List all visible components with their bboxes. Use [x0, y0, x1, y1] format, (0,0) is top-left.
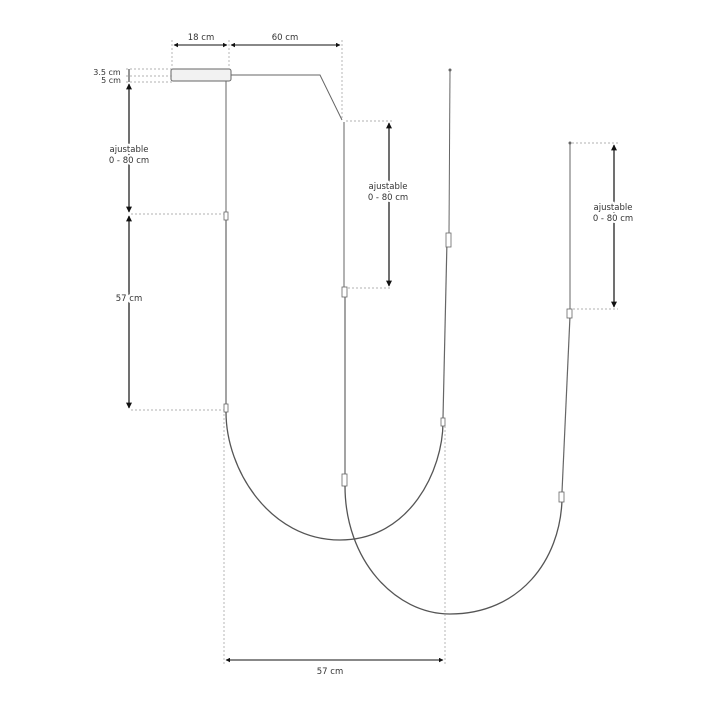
middle-adjust-label-2: 0 - 80 cm	[368, 193, 408, 203]
middle-adjustable-dimension: ajustable 0 - 80 cm	[346, 120, 410, 289]
middle-connector-bottom	[341, 473, 348, 487]
canopy-gap-label: 5 cm	[101, 76, 121, 85]
back-loop-rod	[561, 315, 571, 493]
front-loop-rod	[442, 239, 448, 419]
back-loop	[344, 485, 563, 615]
back-loop-connector	[558, 491, 565, 503]
ceiling-canopy	[170, 68, 232, 82]
loop-width-label: 57 cm	[317, 667, 343, 677]
top-dimensions: 18 cm 60 cm	[171, 33, 343, 118]
middle-connector-top	[341, 286, 348, 298]
front-upper-connector	[445, 232, 452, 248]
left-connector-top	[223, 211, 229, 221]
canopy-height-label: 3.5 cm	[93, 68, 121, 77]
rod-length-dimension: 57 cm	[113, 215, 224, 411]
right-adjust-label-1: ajustable	[594, 203, 633, 213]
right-adjust-label-2: 0 - 80 cm	[593, 214, 633, 224]
left-connector-bottom	[223, 403, 229, 413]
front-loop	[225, 411, 444, 541]
front-anchor	[448, 68, 452, 72]
width-60-label: 60 cm	[272, 33, 298, 43]
left-adjust-label-1: ajustable	[110, 145, 149, 155]
back-upper-connector	[566, 308, 573, 319]
right-adjustable-dimension: ajustable 0 - 80 cm	[572, 142, 635, 310]
width-18-label: 18 cm	[188, 33, 214, 43]
rod-length-label: 57 cm	[116, 294, 142, 304]
canopy-cable	[231, 74, 343, 121]
middle-adjust-label-1: ajustable	[369, 182, 408, 192]
canopy-height-dimensions: 3.5 cm 5 cm	[93, 68, 172, 85]
left-adjustable-dimension: ajustable 0 - 80 cm	[107, 83, 224, 215]
loop-width-dimension: 57 cm	[223, 414, 446, 677]
left-adjust-label-2: 0 - 80 cm	[109, 156, 149, 166]
front-upper-wire	[448, 70, 451, 234]
back-anchor	[568, 141, 572, 145]
front-loop-connector	[440, 417, 446, 427]
